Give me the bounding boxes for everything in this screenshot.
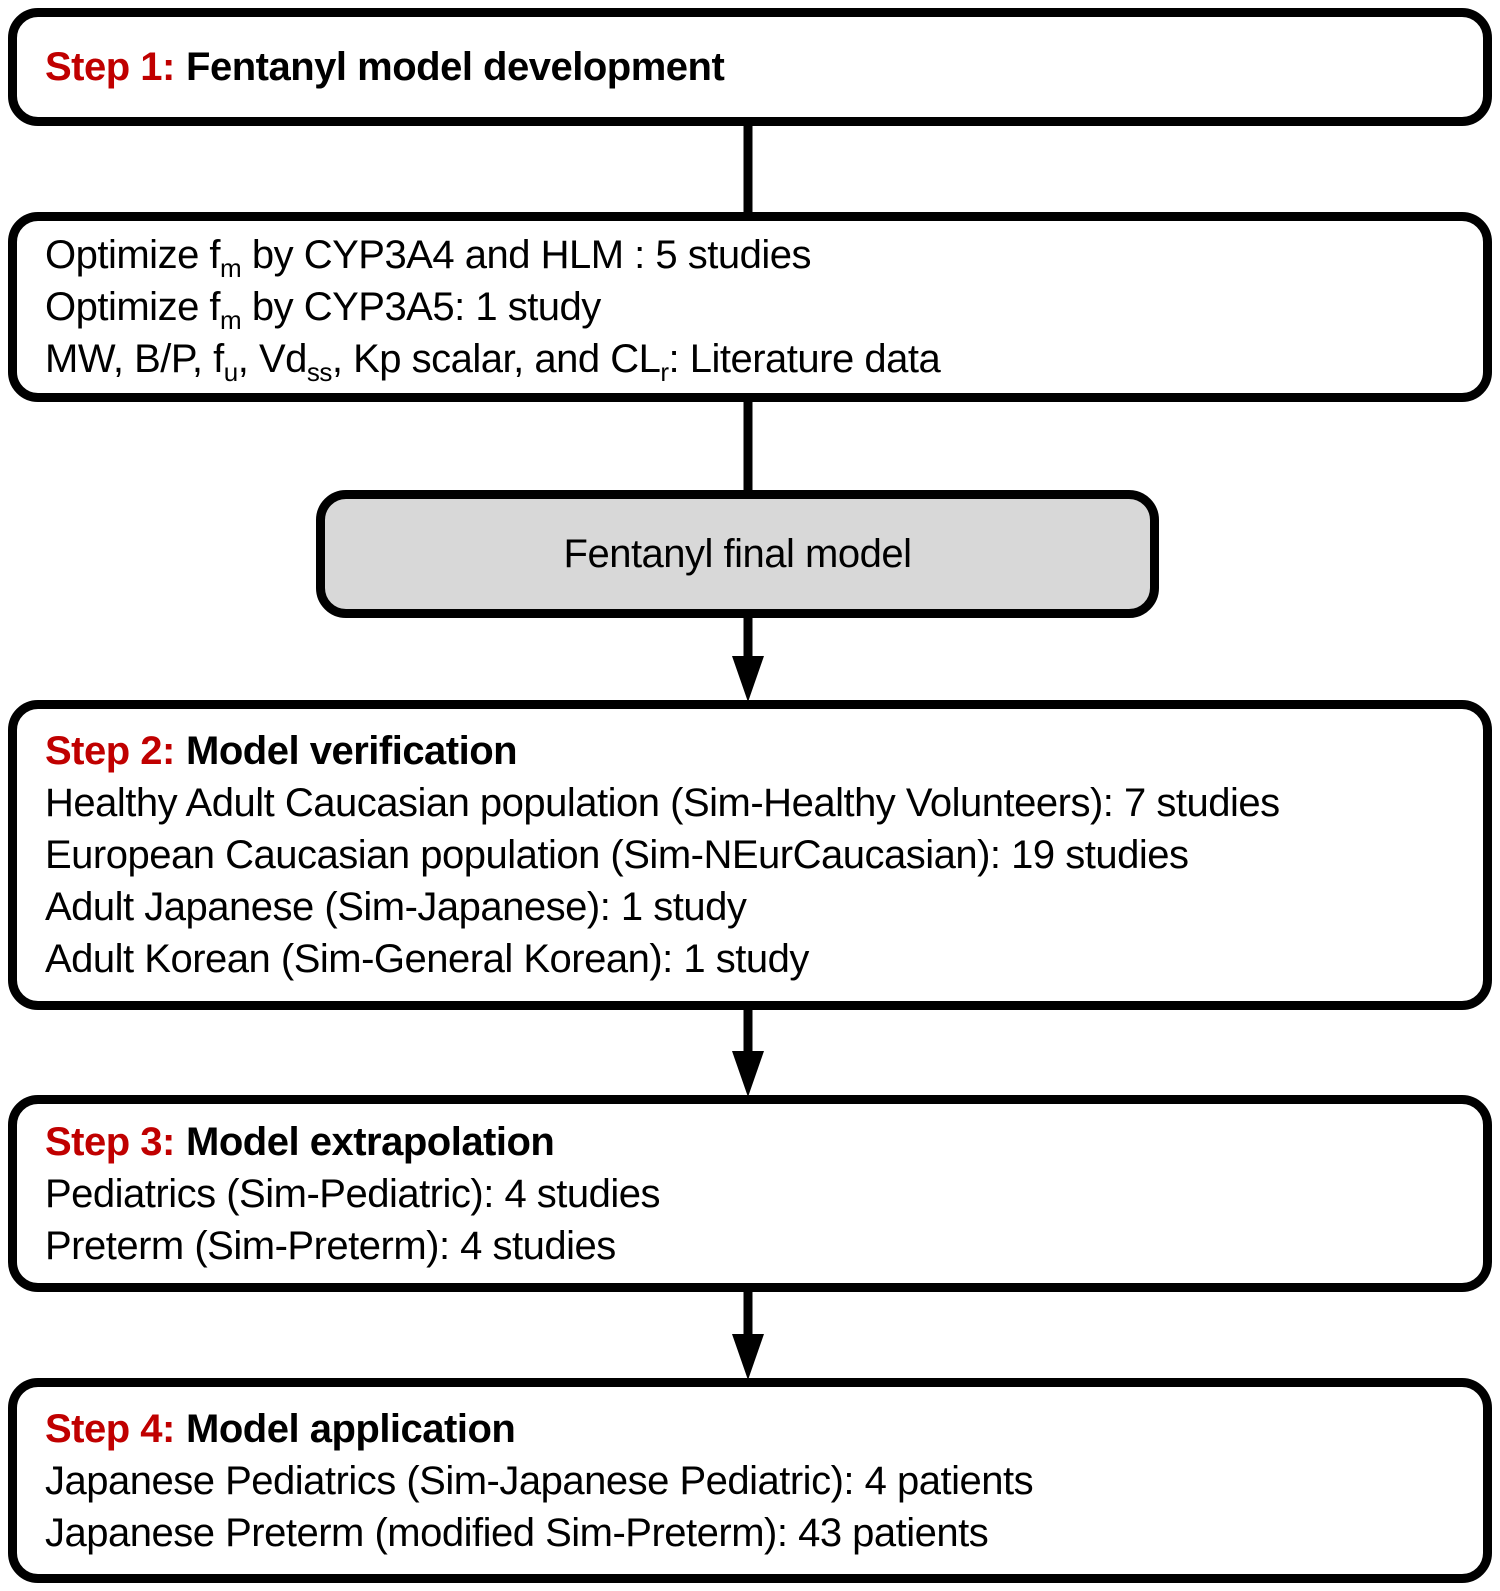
step2-title: Model verification [186, 729, 518, 773]
connector-line [743, 616, 753, 662]
step3-heading: Step 3:Model extrapolation [45, 1116, 1455, 1168]
connector-inputs-to-final-model [727, 400, 769, 492]
final-model-label: Fentanyl final model [563, 532, 912, 576]
step3-line-pediatrics: Pediatrics (Sim-Pediatric): 4 studies [45, 1171, 661, 1216]
arrowhead-down-icon [732, 1334, 764, 1380]
step2-box: Step 2:Model verification Healthy Adult … [8, 700, 1492, 1010]
connector-step1-to-inputs [727, 124, 769, 214]
arrow-step2-to-step3 [727, 1008, 769, 1097]
connector-line [743, 1290, 753, 1340]
step1-heading: Step 1:Fentanyl model development [45, 41, 1455, 93]
connector-line [743, 124, 753, 214]
connector-line [743, 1008, 753, 1057]
input-line-literature: MW, B/P, fu, Vdss, Kp scalar, and CLr: L… [45, 337, 941, 387]
step3-line-preterm: Preterm (Sim-Preterm): 4 studies [45, 1223, 616, 1268]
input-line-cyp3a4: Optimize fm by CYP3A4 and HLM : 5 studie… [45, 233, 811, 283]
arrow-step3-to-step4 [727, 1290, 769, 1380]
step4-title: Model application [186, 1406, 516, 1451]
step4-heading: Step 4:Model application [45, 1403, 1455, 1455]
step2-heading: Step 2:Model verification [45, 725, 1455, 777]
arrowhead-down-icon [732, 1051, 764, 1097]
input-line-cyp3a5: Optimize fm by CYP3A5: 1 study [45, 285, 601, 335]
step2-label: Step 2: [45, 729, 175, 773]
step4-label: Step 4: [45, 1406, 175, 1451]
step4-box: Step 4:Model application Japanese Pediat… [8, 1378, 1492, 1583]
connector-line [743, 400, 753, 492]
arrowhead-down-icon [732, 656, 764, 702]
final-model-box: Fentanyl final model [316, 490, 1159, 618]
step2-line-korean: Adult Korean (Sim-General Korean): 1 stu… [45, 937, 809, 981]
step3-box: Step 3:Model extrapolation Pediatrics (S… [8, 1095, 1492, 1292]
step2-line-healthy-adult: Healthy Adult Caucasian population (Sim-… [45, 781, 1280, 825]
step4-line-japanese-pediatrics: Japanese Pediatrics (Sim-Japanese Pediat… [45, 1458, 1034, 1503]
step1-title: Fentanyl model development [186, 45, 725, 89]
arrow-final-model-to-step2 [727, 616, 769, 702]
step3-label: Step 3: [45, 1119, 175, 1164]
step1-box: Step 1:Fentanyl model development [8, 8, 1492, 126]
step2-line-european: European Caucasian population (Sim-NEurC… [45, 833, 1189, 877]
step2-line-japanese: Adult Japanese (Sim-Japanese): 1 study [45, 885, 747, 929]
step1-label: Step 1: [45, 45, 175, 89]
step3-title: Model extrapolation [186, 1119, 555, 1164]
step4-line-japanese-preterm: Japanese Preterm (modified Sim-Preterm):… [45, 1510, 989, 1555]
model-inputs-box: Optimize fm by CYP3A4 and HLM : 5 studie… [8, 212, 1492, 402]
